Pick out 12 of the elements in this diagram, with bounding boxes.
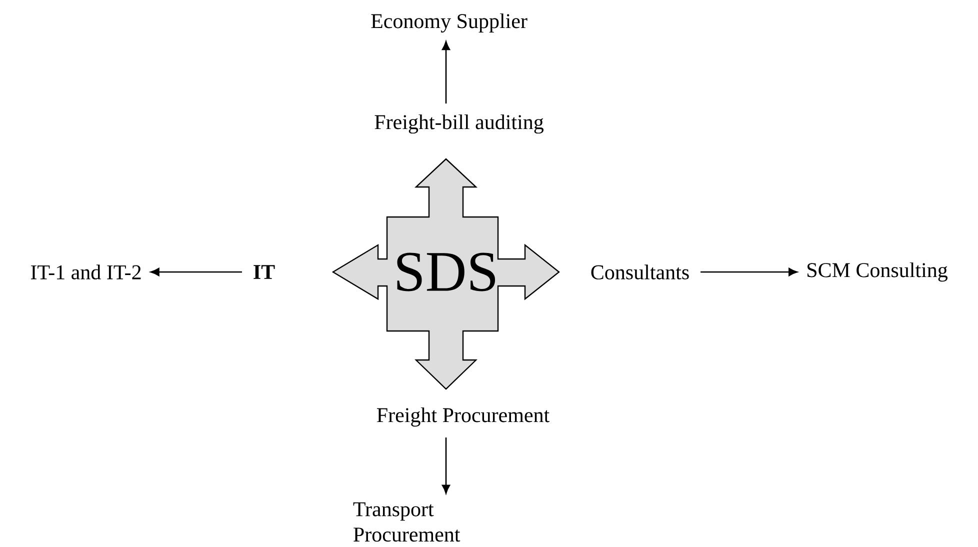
label-text: IT <box>254 265 275 279</box>
label-text: Economy Supplier <box>371 13 528 33</box>
arrow <box>150 268 242 276</box>
arrow <box>442 41 450 104</box>
arrow <box>442 438 450 494</box>
label-text: Consultants <box>591 264 689 280</box>
label-text: SCM Consulting <box>808 262 948 282</box>
arrow <box>700 268 798 276</box>
label-text: Freight Procurement <box>377 407 550 427</box>
label-text: Transport Procurement <box>353 502 460 542</box>
label-text: IT-1 and IT-2 <box>30 264 141 280</box>
label-text: Freight-bill auditing <box>374 114 544 134</box>
